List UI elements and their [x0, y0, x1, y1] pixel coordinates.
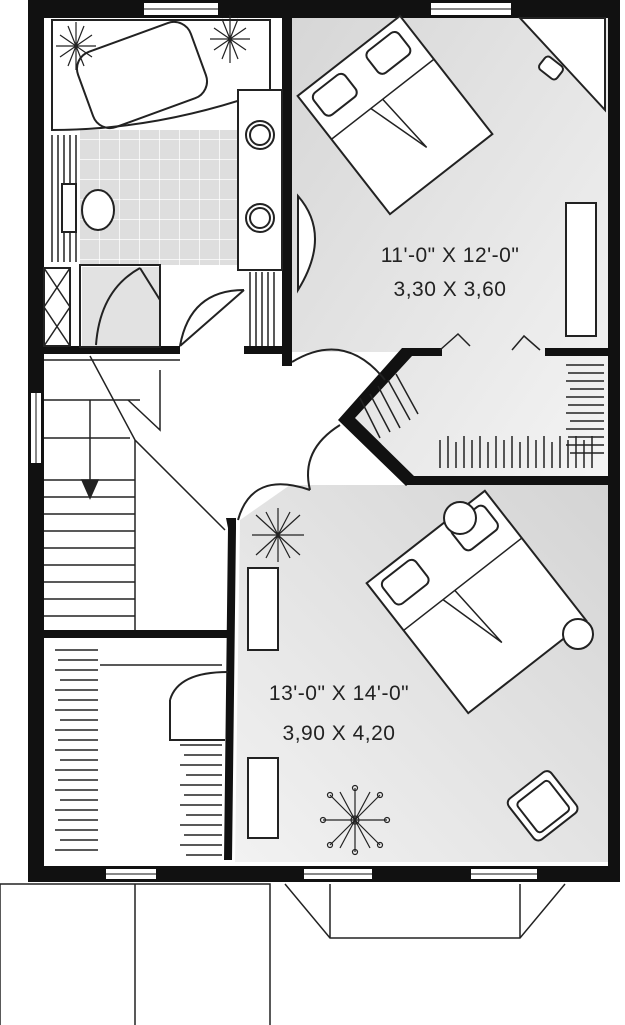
room-dimension-imperial: 13'-0" X 14'-0": [269, 682, 409, 705]
room-labels: 11'-0" X 12'-0" 3,30 X 3,60 13'-0" X 14'…: [269, 244, 519, 745]
corner-desk: [517, 17, 606, 113]
shower-floor: [82, 267, 160, 347]
ceiling-fan-icon: [319, 784, 391, 856]
chair-upper: [538, 55, 564, 81]
vanity: [237, 89, 283, 271]
wall-right: [608, 0, 620, 882]
room-dimension-imperial: 11'-0" X 12'-0": [381, 244, 520, 267]
door-closet-upper: [297, 193, 316, 294]
sink-2: [245, 203, 275, 233]
bath-door: [179, 289, 245, 347]
wall-closet-top-right: [545, 348, 613, 356]
stair-arrow-icon: [80, 479, 100, 500]
wall-top: [28, 0, 618, 18]
roof-outline: [0, 883, 566, 1025]
wall-lower-bedroom-diagonal: [224, 518, 236, 860]
lower-bedroom-furniture: [247, 489, 594, 856]
wall-stair-bottom: [40, 630, 230, 638]
bathroom-fixtures: [43, 15, 283, 348]
staircase: [44, 355, 226, 630]
wall-bath-bottom: [40, 346, 180, 354]
toilet-tank: [61, 183, 77, 233]
upper-bedroom-furniture: [296, 14, 606, 351]
wall-bath-bedroom: [282, 12, 292, 357]
shower: [79, 264, 161, 348]
toilet: [81, 189, 115, 231]
dresser-upper: [565, 202, 597, 337]
sink-1: [245, 120, 275, 150]
dresser-lower-1: [247, 567, 279, 651]
closet-hangers-upper: [359, 364, 604, 468]
ceiling-light-icon: [56, 15, 250, 70]
door-upper-bedroom: [291, 348, 386, 381]
bed-upper: [296, 14, 494, 216]
shower-door: [95, 267, 161, 346]
sink-2-inner: [249, 207, 271, 229]
wall-closet-bottom: [405, 476, 615, 485]
bed-lower: [365, 489, 588, 715]
hall-doors: [169, 348, 386, 741]
room-dimension-metric: 3,30 X 3,60: [394, 278, 507, 301]
armchair: [506, 770, 579, 842]
wall-bath-bottom-right: [244, 346, 290, 354]
wall-closet-diagonal: [338, 348, 416, 486]
tub-basin: [76, 20, 208, 130]
wall-closet-top: [402, 348, 442, 356]
wall-hall-stub: [282, 352, 292, 366]
linen-closet: [43, 267, 71, 347]
sink-1-inner: [249, 124, 271, 146]
door-closet: [169, 671, 229, 741]
windows: [29, 1, 539, 881]
nightstand-2: [562, 618, 594, 650]
ceiling-light-icon: [252, 508, 304, 562]
room-dimension-metric: 3,90 X 4,20: [283, 722, 396, 745]
closet-hangers-lower: [55, 649, 222, 856]
door-lower-bedroom: [237, 483, 311, 521]
dresser-lower-2: [247, 757, 279, 839]
nightstand-1: [443, 501, 477, 535]
